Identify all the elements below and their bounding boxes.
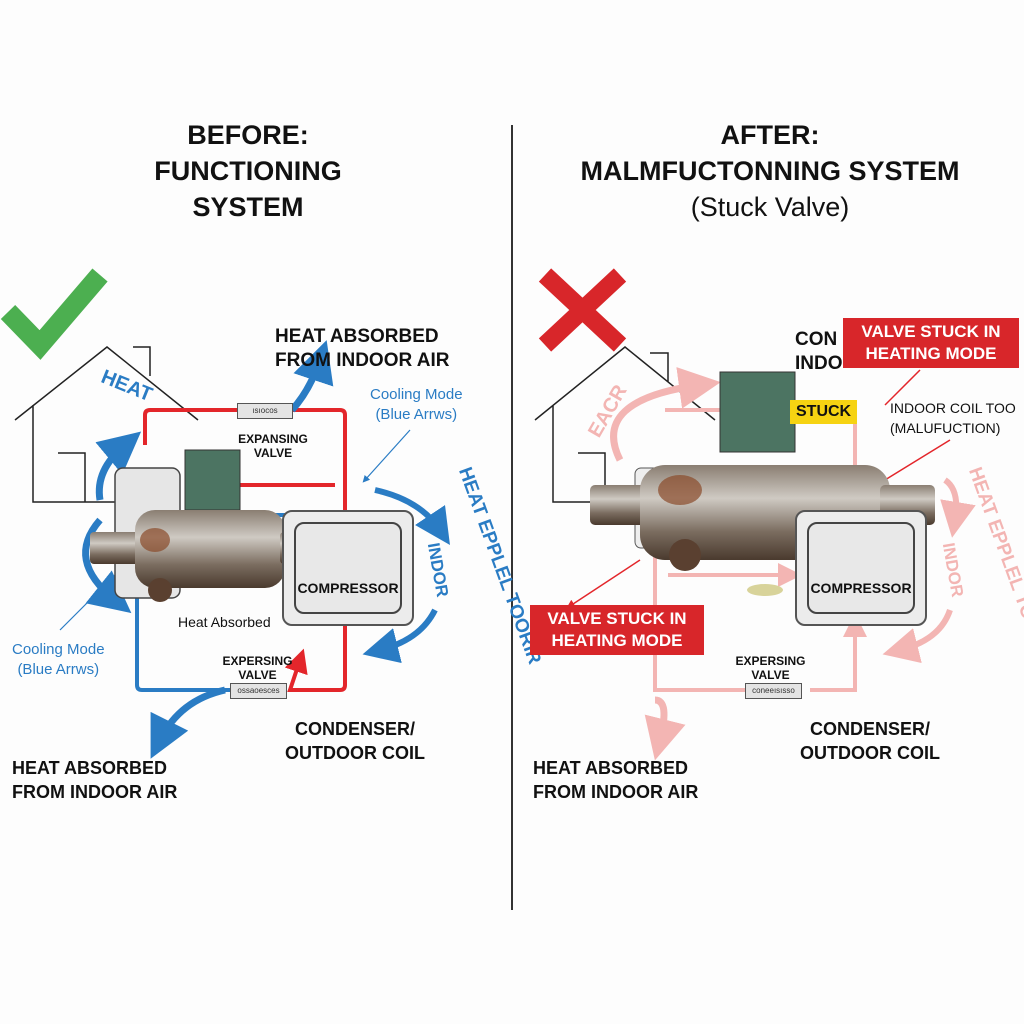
before-title: BEFORE: FUNCTIONING SYSTEM bbox=[98, 117, 398, 225]
condenser-label: CONDENSER/ OUTDOOR COIL bbox=[800, 717, 940, 765]
line: HEAT ABSORBED bbox=[533, 758, 689, 778]
line: INDOOR COIL TOO bbox=[890, 400, 1016, 416]
indoor-coil-label: INDOOR COIL TOO (MALUFUCTION) bbox=[890, 398, 1016, 438]
line: VALVE bbox=[238, 668, 277, 682]
line: (Blue Arrws) bbox=[375, 406, 458, 423]
blue-arrow bbox=[82, 517, 132, 614]
line: EXPERSING bbox=[222, 654, 293, 668]
check-mark-icon bbox=[0, 268, 108, 360]
faded-arrow bbox=[610, 367, 721, 462]
line: HEATING MODE bbox=[865, 344, 997, 363]
blue-arrow bbox=[95, 431, 142, 501]
line: Cooling Mode bbox=[370, 386, 463, 403]
line: HEAT ABSORBED bbox=[12, 758, 168, 778]
blue-arrow bbox=[374, 487, 450, 545]
line: EXPERSING bbox=[735, 654, 806, 668]
line: HEAT ABSORBED bbox=[275, 326, 439, 347]
hidden-label: CON INDO bbox=[795, 328, 843, 376]
line: HEATING MODE bbox=[551, 631, 683, 650]
line: VALVE STUCK IN bbox=[547, 609, 687, 628]
compressor-unit: COMPRESSOR bbox=[795, 510, 927, 626]
line: INDO bbox=[795, 353, 843, 374]
x-mark-icon bbox=[538, 268, 627, 352]
faded-arrow bbox=[882, 608, 953, 664]
line: OUTDOOR COIL bbox=[285, 743, 425, 763]
refrigerant-loop-hot bbox=[143, 408, 347, 692]
line: OUTDOOR COIL bbox=[800, 743, 940, 763]
alert-valve-stuck-bottom: VALVE STUCK IN HEATING MODE bbox=[530, 605, 704, 655]
line: Cooling Mode bbox=[12, 641, 105, 658]
faded-arrow bbox=[644, 696, 686, 761]
after-title: AFTER: MALMFUCTONNING SYSTEM (Stuck Valv… bbox=[540, 117, 1000, 225]
compressor-unit: COMPRESSOR bbox=[282, 510, 414, 626]
expansing-valve-label: EXPANSING VALVE bbox=[228, 432, 318, 460]
refrigerant-loop-cold bbox=[135, 580, 232, 692]
alert-valve-stuck-top: VALVE STUCK IN HEATING MODE bbox=[843, 318, 1019, 368]
compressor-label: COMPRESSOR bbox=[297, 580, 399, 596]
blue-arrow bbox=[150, 686, 226, 759]
stuck-badge: STUCK bbox=[790, 400, 858, 424]
heat-absorbed-top-label: HEAT ABSORBED FROM INDOOR AIR bbox=[275, 325, 450, 373]
line: VALVE STUCK IN bbox=[861, 322, 1001, 341]
line: CONDENSER/ bbox=[294, 719, 415, 739]
heat-absorbed-bottom-label: HEAT ABSORBED FROM INDOOR AIR bbox=[12, 756, 177, 804]
expersing-valve-label: EXPERSING VALVE bbox=[728, 654, 813, 682]
blue-arrow bbox=[289, 340, 334, 413]
bottom-tag: coneeısısso bbox=[745, 683, 802, 699]
line: (Blue Arrws) bbox=[17, 661, 100, 678]
line: VALVE bbox=[751, 668, 790, 682]
cooling-mode-label-left: Cooling Mode (Blue Arrws) bbox=[12, 640, 105, 680]
title-line: FUNCTIONING bbox=[154, 156, 342, 186]
heat-absorbed-bottom-label: HEAT ABSORBED FROM INDOOR AIR bbox=[533, 756, 698, 804]
line: (MALUFUCTION) bbox=[890, 420, 1001, 436]
title-line: MALMFUCTONNING SYSTEM bbox=[580, 156, 960, 186]
faded-arrow bbox=[940, 477, 976, 538]
house-icon bbox=[14, 346, 199, 503]
line: CONDENSER/ bbox=[809, 719, 930, 739]
line: EXPANSING bbox=[238, 432, 308, 446]
line: CON bbox=[795, 329, 838, 350]
compressor-label: COMPRESSOR bbox=[810, 580, 912, 596]
line: FROM INDOOR AIR bbox=[12, 782, 178, 802]
condenser-label: CONDENSER/ OUTDOOR COIL bbox=[285, 717, 425, 765]
top-tag: ısıocos bbox=[237, 403, 293, 419]
title-line: AFTER: bbox=[720, 120, 820, 150]
house-icon bbox=[534, 346, 716, 503]
title-line: SYSTEM bbox=[192, 192, 304, 222]
title-subline: (Stuck Valve) bbox=[690, 192, 850, 222]
title-line: BEFORE: bbox=[187, 120, 309, 150]
line: FROM INDOOR AIR bbox=[533, 782, 699, 802]
bottom-tag: ossaoesces bbox=[230, 683, 287, 699]
cooling-mode-label-right: Cooling Mode (Blue Arrws) bbox=[370, 385, 463, 425]
line: VALVE bbox=[253, 446, 293, 460]
blue-arrow bbox=[362, 608, 438, 664]
expersing-valve-label: EXPERSING VALVE bbox=[215, 654, 300, 682]
heat-absorbed-small-label: Heat Absorbed bbox=[178, 614, 271, 630]
line: FROM INDOOR AIR bbox=[275, 350, 450, 371]
